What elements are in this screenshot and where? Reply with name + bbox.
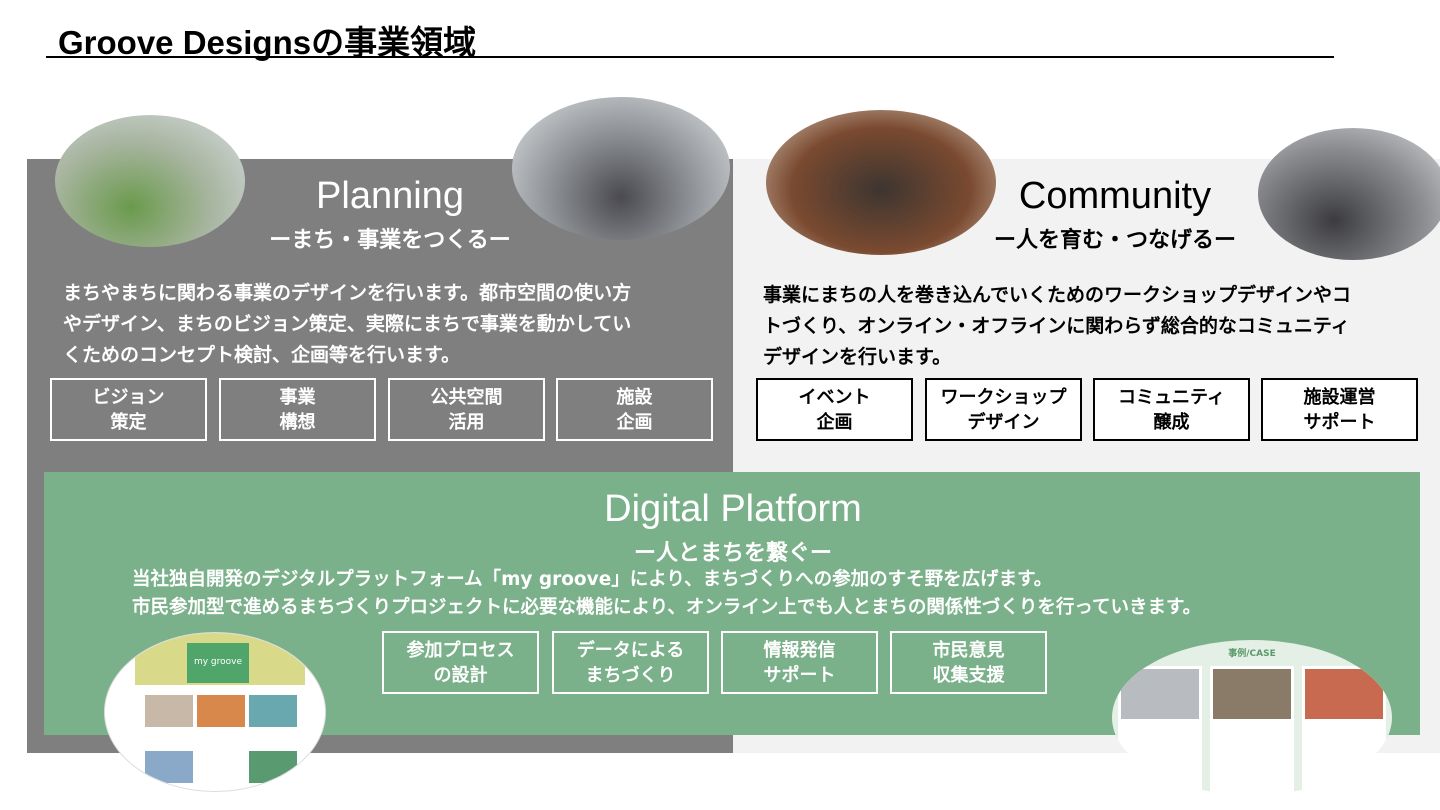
- digital-tag-process: 参加プロセス の設計: [382, 631, 539, 694]
- text-line: デザインを行います。: [763, 346, 952, 368]
- digital-title: Digital Platform: [604, 488, 862, 530]
- page-title: Groove Designsの事業領域: [58, 24, 477, 61]
- community-tag-workshop: ワークショップ デザイン: [925, 378, 1082, 441]
- community-tag-fostering: コミュニティ 醸成: [1093, 378, 1250, 441]
- my-groove-site-mockup: my groove: [104, 632, 326, 792]
- community-workshop-photo: [1258, 128, 1440, 260]
- text-line: 当社独自開発のデジタルプラットフォーム「my groove」により、まちづくりへ…: [132, 569, 1053, 590]
- community-subtitle: ー人を育む・つなげるー: [993, 228, 1236, 253]
- planning-subtitle: ーまち・事業をつくるー: [269, 228, 511, 253]
- text-line: やデザイン、まちのビジョン策定、実際にまちで事業を動かしてい: [63, 313, 632, 335]
- text-line: トづくり、オンライン・オフラインに関わらず総合的なコミュニティ: [763, 315, 1350, 337]
- planning-street-photo: [55, 115, 245, 247]
- text-line: くためのコンセプト検討、企画等を行います。: [63, 344, 461, 366]
- digital-tag-opinion: 市民意見 収集支援: [890, 631, 1047, 694]
- text-line: 市民参加型で進めるまちづくりプロジェクトに必要な機能により、オンライン上でも人と…: [132, 597, 1202, 618]
- planning-tag-public-space: 公共空間 活用: [388, 378, 545, 441]
- my-groove-logo: my groove: [187, 643, 249, 683]
- community-title: Community: [1018, 175, 1212, 217]
- community-tag-event: イベント 企画: [756, 378, 913, 441]
- case-heading: 事例/CASE: [1228, 649, 1276, 659]
- planning-meeting-photo: [512, 97, 730, 240]
- planning-title: Planning: [316, 175, 464, 217]
- community-event-photo: [766, 110, 996, 255]
- digital-description: 当社独自開発のデジタルプラットフォーム「my groove」により、まちづくりへ…: [132, 566, 1201, 622]
- planning-tag-facility: 施設 企画: [556, 378, 713, 441]
- text-line: まちやまちに関わる事業のデザインを行います。都市空間の使い方: [63, 282, 632, 304]
- community-description: 事業にまちの人を巻き込んでいくためのワークショップデザインやコ トづくり、オンラ…: [763, 280, 1351, 373]
- community-tag-facility-support: 施設運営 サポート: [1261, 378, 1418, 441]
- planning-tag-business: 事業 構想: [219, 378, 376, 441]
- planning-description: まちやまちに関わる事業のデザインを行います。都市空間の使い方 やデザイン、まちの…: [63, 278, 631, 371]
- text-line: 事業にまちの人を巻き込んでいくためのワークショップデザインやコ: [763, 284, 1352, 306]
- digital-tag-info: 情報発信 サポート: [721, 631, 878, 694]
- digital-tag-data: データによる まちづくり: [552, 631, 709, 694]
- digital-subtitle: ー人とまちを繋ぐー: [633, 541, 832, 566]
- case-page-mockup: 事例/CASE: [1112, 640, 1392, 795]
- planning-tag-vision: ビジョン 策定: [50, 378, 207, 441]
- title-divider: [46, 56, 1334, 58]
